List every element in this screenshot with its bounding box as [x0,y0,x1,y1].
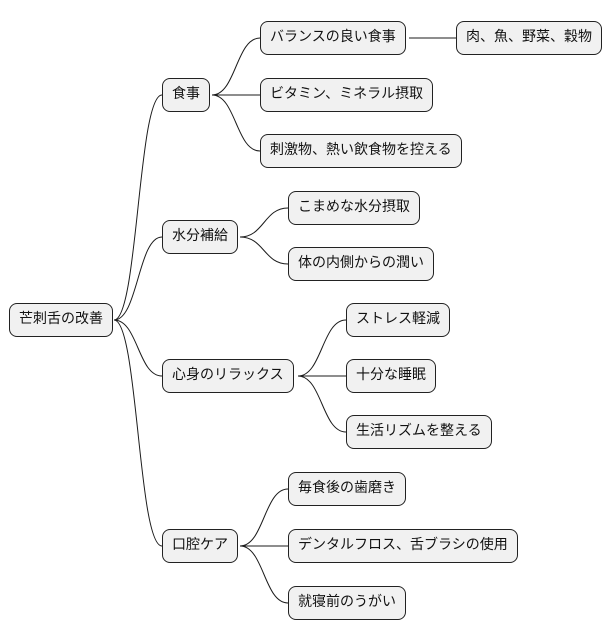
connector-relaxation-rhythm [297,375,347,433]
connector-hydration-frequent [239,207,289,238]
connector-relaxation-stress [297,319,347,377]
connector-oral-gargle [239,545,289,604]
node-regular-rhythm: 生活リズムを整える [346,415,492,449]
connector-diet-balanced [211,37,261,96]
connector-oral-brushing [239,488,289,547]
node-stress-reduction: ストレス軽減 [346,303,450,337]
node-inner-moisture: 体の内側からの潤い [288,247,434,281]
node-floss-tongue-brush: デンタルフロス、舌ブラシの使用 [288,529,518,563]
node-frequent-water-intake: こまめな水分摂取 [288,191,420,225]
node-meat-fish-vegetables-grains: 肉、魚、野菜、穀物 [456,21,602,55]
node-enough-sleep: 十分な睡眠 [346,359,436,393]
node-hydration: 水分補給 [162,220,238,254]
root-node: 芒刺舌の改善 [9,303,113,337]
node-brush-after-meals: 毎食後の歯磨き [288,472,406,506]
node-avoid-irritants: 刺激物、熱い飲食物を控える [260,134,462,168]
connector-root-oral-care [113,319,163,547]
node-diet: 食事 [162,78,210,112]
connector-root-hydration [113,236,163,321]
connector-diet-avoid-irritants [211,94,261,152]
connector-hydration-inner [239,236,289,265]
connector-root-relaxation [113,319,163,377]
node-oral-care: 口腔ケア [162,529,238,563]
node-mind-body-relaxation: 心身のリラックス [162,359,294,393]
node-gargle-before-bed: 就寝前のうがい [288,586,406,620]
node-vitamin-mineral-intake: ビタミン、ミネラル摂取 [260,78,434,112]
connector-root-diet [113,94,163,321]
node-balanced-meal: バランスの良い食事 [260,21,406,55]
